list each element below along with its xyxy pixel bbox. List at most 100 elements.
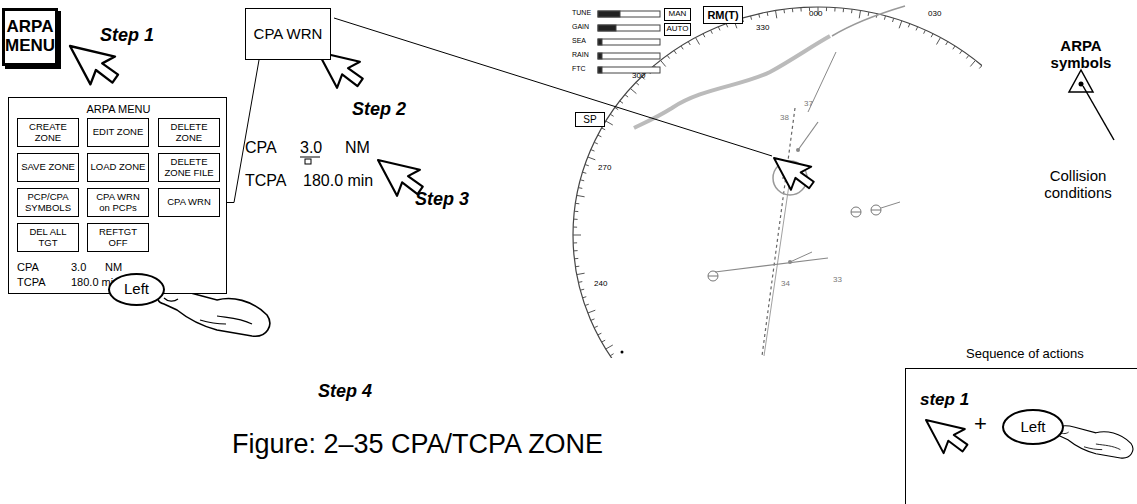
node-label: ARPA MENU xyxy=(9,103,228,115)
drawing-stroke xyxy=(708,276,718,277)
scale-tick xyxy=(585,165,589,166)
radar-label: GAIN xyxy=(572,23,589,31)
scale-tick xyxy=(591,319,595,321)
radar-label: SEA xyxy=(572,37,586,45)
radar-label: 030 xyxy=(928,10,941,19)
button-box: ARPA MENU xyxy=(2,8,58,66)
scale-tick xyxy=(946,42,948,45)
node-label: ARPA MENU xyxy=(5,18,55,55)
callout-label: NM xyxy=(345,139,370,157)
node-label: AUTO xyxy=(666,25,688,34)
node-label: Sequence of actions xyxy=(966,347,1084,361)
node-label: CPA WRN on PCPs xyxy=(90,192,146,213)
arpa-symbol xyxy=(1069,70,1114,140)
button-box: DELETE ZONE xyxy=(158,118,220,147)
drawing-stroke xyxy=(1096,444,1121,450)
scale-tick xyxy=(937,38,941,45)
scale-tick xyxy=(718,27,720,31)
radar-label: 34 xyxy=(781,280,790,289)
drawing-stroke xyxy=(158,290,270,336)
button-box: DEL ALL TGT xyxy=(17,223,79,252)
mouse-cursor xyxy=(926,406,974,460)
button-box: MAN xyxy=(664,8,691,21)
scale-tick xyxy=(594,142,598,144)
scale-tick xyxy=(574,258,578,259)
radar-label: 000 xyxy=(809,10,822,19)
node-label: RM(T) xyxy=(707,9,738,21)
button-box: LOAD ZONE xyxy=(87,153,149,182)
scale-tick xyxy=(681,46,683,49)
scale-tick xyxy=(924,30,926,34)
scale-tick xyxy=(667,55,669,58)
scale-tick xyxy=(759,14,760,18)
control-sliders xyxy=(598,11,660,73)
radar-label: RAIN xyxy=(572,51,589,59)
scale-tick xyxy=(591,150,595,152)
button-box: Left xyxy=(108,273,165,306)
scale-tick xyxy=(578,187,582,189)
button-box: Left xyxy=(1002,409,1064,445)
node-label: PCP/CPA SYMBOLS xyxy=(20,192,76,213)
radar-label: 330 xyxy=(756,24,769,33)
scale-tick xyxy=(767,12,769,16)
scale-tick xyxy=(931,34,933,38)
slider-fill xyxy=(598,67,602,73)
scale-tick xyxy=(573,242,577,243)
node-label: MAN xyxy=(669,10,687,19)
button-box: CPA WRN xyxy=(245,8,331,60)
figure-caption: Figure: 2–35 CPA/TCPA ZONE xyxy=(232,430,603,460)
scale-tick xyxy=(893,18,894,22)
scale-tick xyxy=(580,289,584,290)
scale-tick xyxy=(826,7,827,11)
pressing-hand xyxy=(158,290,270,336)
radar-label: 38 xyxy=(780,114,789,123)
scale-tick xyxy=(960,51,962,54)
scale-tick xyxy=(696,38,700,45)
scale-tick xyxy=(916,27,918,31)
slider-track xyxy=(598,53,660,59)
scale-tick xyxy=(711,30,713,34)
scale-tick xyxy=(792,8,793,12)
leader-line xyxy=(334,18,772,156)
slider-fill xyxy=(598,11,620,17)
node-text: NM xyxy=(105,261,122,273)
scale-tick xyxy=(577,195,585,196)
scale-tick xyxy=(574,211,578,212)
slider-track xyxy=(598,11,660,17)
scale-tick xyxy=(598,135,602,137)
button-box: SP xyxy=(575,112,605,127)
drawing-stroke xyxy=(796,148,800,152)
drawing-stroke xyxy=(715,258,828,272)
scale-tick xyxy=(602,128,606,130)
scale-tick xyxy=(630,88,636,93)
button-box: REFTGT OFF xyxy=(87,223,149,252)
scale-tick xyxy=(751,16,752,20)
drawing-stroke xyxy=(871,210,881,211)
scale-tick xyxy=(899,21,902,29)
node-label: REFTGT OFF xyxy=(90,227,146,248)
drawing-stroke xyxy=(764,178,790,356)
scale-tick xyxy=(610,354,613,356)
callout-label: ARPA symbols xyxy=(1040,38,1122,71)
node-label: SP xyxy=(583,114,596,125)
callout-label: Collision conditions xyxy=(1028,168,1128,201)
scale-tick xyxy=(966,55,968,58)
scale-tick xyxy=(620,101,623,103)
callout-label: + xyxy=(974,412,987,436)
scale-tick xyxy=(574,219,578,220)
node-label: CPA WRN xyxy=(167,197,211,207)
node-label: Left xyxy=(124,281,149,298)
scale-tick xyxy=(970,60,975,66)
scale-tick xyxy=(588,310,596,313)
slider-fill xyxy=(598,53,602,59)
scale-tick xyxy=(703,34,705,38)
button-box: DELETE ZONE FILE xyxy=(158,153,220,182)
drawing-stroke xyxy=(164,298,178,301)
radar-label: 300 xyxy=(632,72,645,81)
scale-tick xyxy=(573,227,577,228)
drawing-stroke xyxy=(1079,82,1084,87)
slider-track xyxy=(598,39,660,45)
scale-tick xyxy=(868,12,870,16)
scale-tick xyxy=(636,82,639,85)
scale-tick xyxy=(598,333,602,335)
